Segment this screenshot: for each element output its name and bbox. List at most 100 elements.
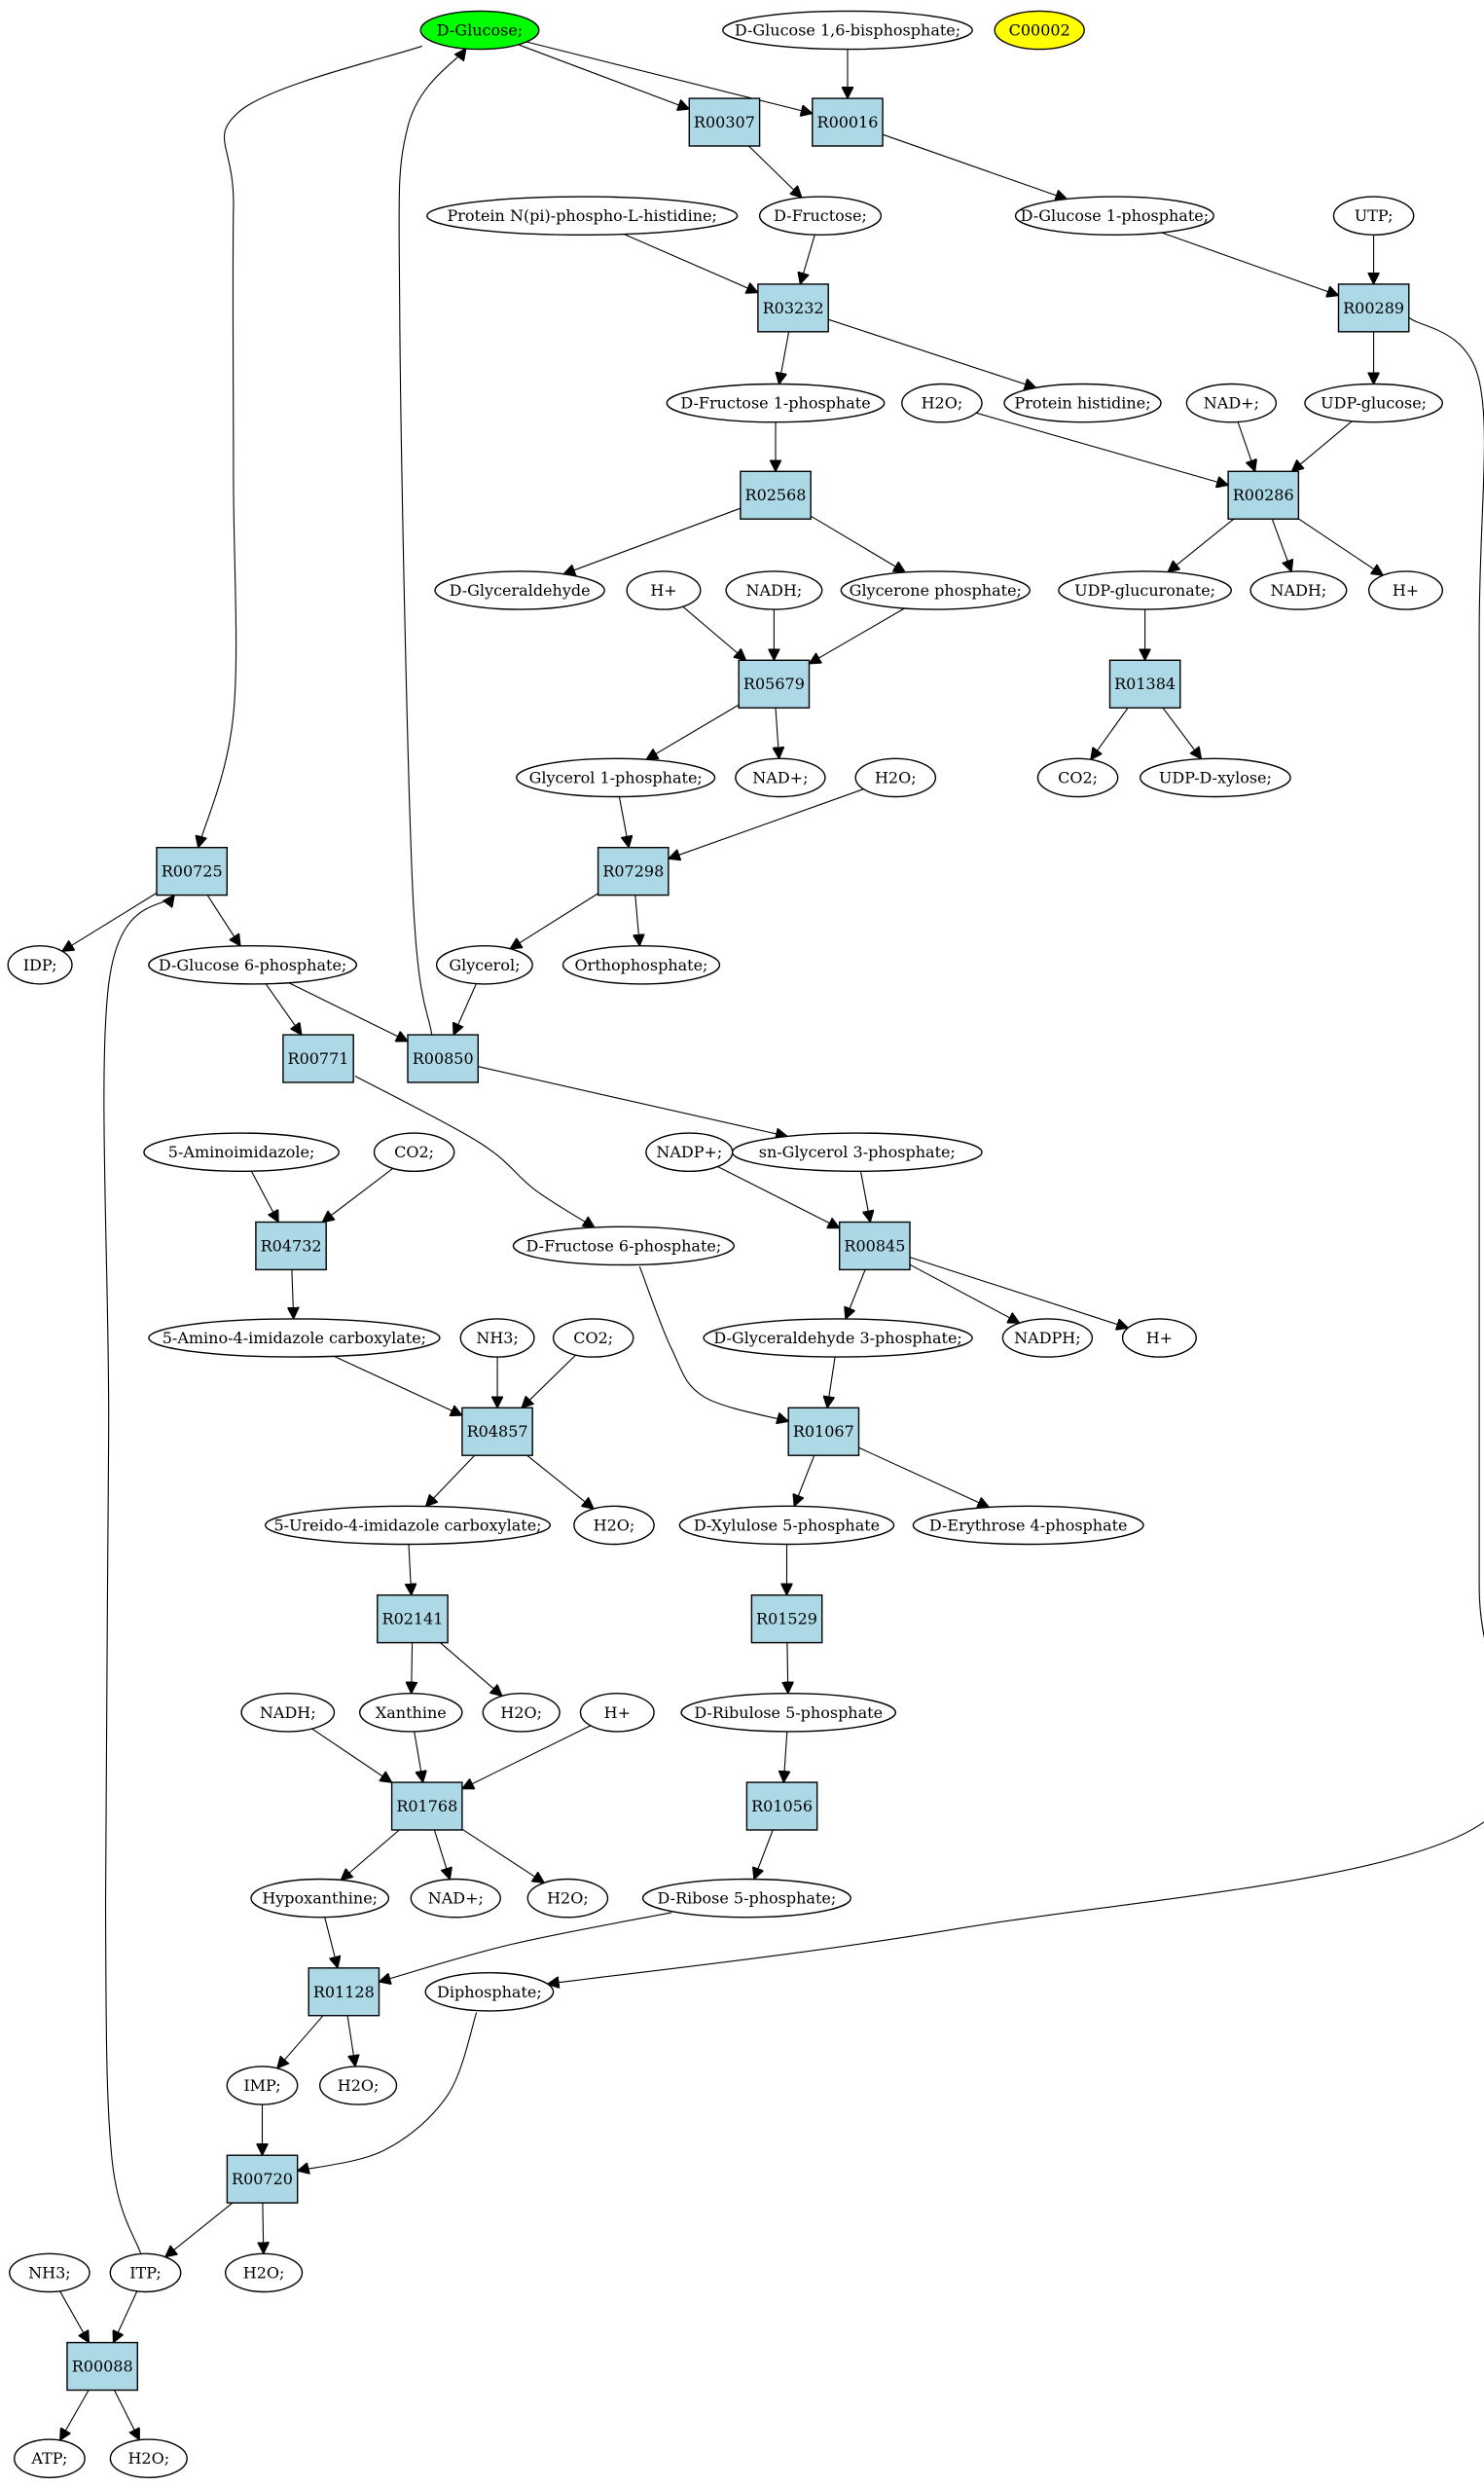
node-label: Protein histidine; — [1014, 394, 1150, 413]
edge-glc-to-r00016 — [525, 41, 813, 114]
node-label: Hypoxanthine; — [262, 1889, 378, 1908]
reaction-box — [255, 1221, 327, 1271]
edge-glycerol-to-r00850 — [453, 983, 477, 1036]
compound-node-nadh_a: NADH; — [725, 570, 823, 610]
edge-protnph-to-r03232 — [624, 234, 758, 293]
edge-r00286-to-nadh_b — [1271, 519, 1291, 571]
compound-ellipse — [725, 570, 823, 610]
node-label: R07298 — [602, 862, 664, 881]
reaction-box — [226, 2154, 299, 2204]
compound-ellipse — [561, 945, 721, 985]
node-label: ATP; — [30, 2449, 67, 2468]
edge-r00845-to-hplus_c — [909, 1257, 1128, 1329]
reaction-box — [839, 1221, 911, 1271]
compound-node-r5p: D-Ribose 5-phosphate; — [641, 1878, 851, 1919]
compound-node-nadp_a: NAD+; — [1185, 383, 1278, 423]
reaction-node-r01128: R01128 — [308, 1967, 380, 2017]
compound-ellipse — [358, 1693, 463, 1733]
reaction-node-r00088: R00088 — [66, 2341, 139, 2392]
node-label: R00850 — [413, 1049, 474, 1068]
compound-ellipse — [1367, 570, 1443, 610]
compound-node-nh3_b: NH3; — [9, 2252, 90, 2293]
node-label: UTP; — [1355, 206, 1394, 225]
reaction-node-r01384: R01384 — [1108, 659, 1181, 709]
compound-ellipse — [1003, 383, 1162, 423]
node-label: R00720 — [232, 2170, 293, 2188]
node-label: Protein N(pi)-phospho-L-histidine; — [447, 206, 716, 225]
compound-node-xan: Xanthine — [358, 1693, 463, 1733]
edge-gap-to-r01067 — [827, 1357, 836, 1408]
node-label: R01067 — [793, 1422, 854, 1441]
compound-ellipse — [250, 1878, 390, 1919]
compound-ellipse — [512, 1225, 736, 1266]
edge-h2o_a-to-r00286 — [975, 412, 1228, 485]
edge-f6p-to-r01067 — [638, 1265, 788, 1421]
edge-r04857-to-uica — [426, 1454, 476, 1506]
edge-nadpp-to-r00845 — [717, 1166, 840, 1228]
node-label: H2O; — [922, 394, 963, 413]
edge-h2o_b-to-r07298 — [669, 788, 864, 859]
reaction-box — [1108, 659, 1181, 709]
compound-ellipse — [758, 196, 883, 236]
edge-r00720-to-itp — [165, 2202, 234, 2257]
node-label: R04857 — [467, 1422, 528, 1441]
compound-node-nadp_c: NAD+; — [410, 1878, 501, 1919]
compound-node-ru5p: D-Ribulose 5-phosphate — [680, 1693, 897, 1733]
compound-node-h2o_f: H2O; — [319, 2066, 398, 2105]
compound-ellipse — [579, 1693, 655, 1733]
edge-r02568-to-glyald — [563, 507, 742, 574]
compound-node-h2o_d: H2O; — [482, 1693, 561, 1733]
compound-ellipse — [424, 1972, 555, 2012]
node-label: ITP; — [129, 2263, 162, 2282]
node-label: NH3; — [28, 2263, 71, 2282]
edge-co2_b-to-r04732 — [322, 1167, 394, 1222]
compound-node-nadp_b: NAD+; — [735, 757, 826, 798]
edge-r01067-to-e4p — [858, 1446, 990, 1507]
node-label: CO2; — [394, 1143, 434, 1161]
compound-ellipse — [731, 1132, 983, 1172]
compound-node-atp: ATP; — [14, 2438, 86, 2478]
compound-node-hypx: Hypoxanthine; — [250, 1878, 390, 1919]
compound-ellipse — [434, 570, 605, 610]
reaction-node-r01768: R01768 — [390, 1781, 463, 1831]
reaction-box — [156, 847, 229, 896]
reaction-node-r00850: R00850 — [407, 1034, 480, 1083]
reaction-box — [390, 1781, 463, 1831]
compound-node-h2o_a: H2O; — [901, 383, 983, 423]
reaction-node-r05679: R05679 — [738, 659, 811, 709]
compound-ellipse — [680, 1693, 897, 1733]
compound-node-idp: IDP; — [7, 945, 73, 985]
reaction-node-r00771: R00771 — [282, 1034, 354, 1083]
edge-r00307-to-fru — [748, 145, 802, 198]
reaction-box — [750, 1593, 823, 1644]
node-label: H2O; — [875, 768, 917, 786]
edge-r01384-to-udpxyl — [1162, 707, 1202, 759]
node-label: Diphosphate; — [437, 1983, 542, 2001]
node-label: D-Ribulose 5-phosphate — [694, 1703, 883, 1722]
compound-ellipse — [526, 1878, 609, 1919]
node-label: CO2; — [573, 1329, 613, 1347]
edge-glc-to-r00307 — [518, 44, 690, 109]
node-label: H2O; — [127, 2449, 169, 2468]
reaction-node-r00725: R00725 — [156, 847, 229, 896]
edge-r5p-to-r01128 — [380, 1912, 672, 1982]
node-label: D-Erythrose 4-phosphate — [929, 1516, 1128, 1534]
reaction-node-r07298: R07298 — [597, 847, 670, 896]
edge-co2_c-to-r04857 — [522, 1354, 576, 1408]
compound-node-nadh_c: NADH; — [240, 1693, 336, 1733]
edge-r00725-to-idp — [62, 892, 158, 951]
compound-node-co2_b: CO2; — [373, 1132, 455, 1172]
compound-node-co2_c: CO2; — [552, 1318, 634, 1358]
edge-r00286-to-hplus_b — [1298, 518, 1383, 575]
node-label: D-Fructose 1-phosphate — [680, 394, 870, 413]
compound-node-f6p: D-Fructose 6-phosphate; — [512, 1225, 736, 1266]
node-label: UDP-D-xylose; — [1159, 768, 1272, 786]
node-label: R00307 — [694, 113, 755, 131]
compound-ellipse — [426, 196, 739, 236]
compound-node-hplus_d: H+ — [579, 1693, 655, 1733]
edge-r00088-to-h2o_h — [114, 2390, 140, 2440]
reaction-box — [688, 97, 761, 147]
reaction-node-r01067: R01067 — [787, 1407, 860, 1456]
compound-ellipse — [143, 1132, 341, 1172]
node-label: R00725 — [162, 862, 223, 881]
